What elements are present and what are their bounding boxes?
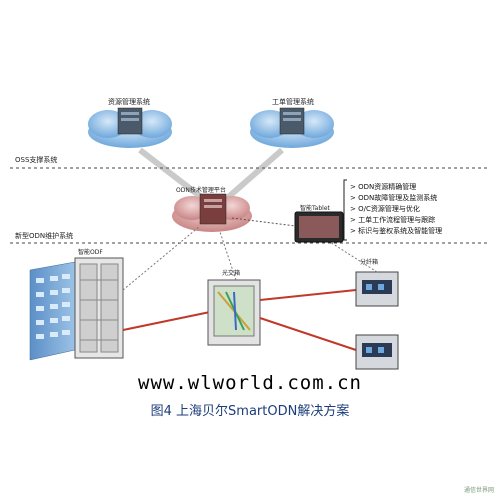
corner-watermark: 通信世界网 — [463, 487, 494, 494]
odf-rack — [74, 257, 124, 359]
resource-system-label: 资源管理系统 — [108, 97, 150, 106]
feature-item: > ODN故障管理及监测系统 — [350, 194, 438, 202]
work-order-cloud — [250, 107, 334, 148]
link-right — [223, 147, 284, 203]
site-url: www.wlworld.com.cn — [138, 372, 362, 394]
platform-label: ODN技术管理平台 — [176, 186, 226, 194]
feature-bracket — [343, 179, 347, 241]
platform-server-icon — [199, 193, 227, 225]
oss-label: OSS支撑系统 — [15, 155, 57, 164]
dist-box-label: 分纤箱 — [360, 258, 378, 266]
dotted-box-tablet — [329, 241, 378, 273]
fiber-odf-cabinet — [122, 311, 211, 331]
smart-odn-label: 新型ODN维护系统 — [15, 231, 73, 240]
fiber-cabinet-box1 — [259, 289, 357, 301]
resource-system-cloud — [88, 107, 172, 148]
feature-item: > 标识与鉴权系统及智能管理 — [350, 227, 443, 235]
cabinet-label: 光交箱 — [222, 269, 240, 277]
tablet-label: 智能Tablet — [300, 204, 331, 212]
tablet-device — [294, 211, 344, 243]
feature-item: > 工单工作流程管理与跟踪 — [350, 216, 436, 224]
dist-box-2 — [355, 334, 399, 370]
cabinet-icon — [207, 279, 261, 346]
platform-cloud — [172, 193, 252, 232]
work-order-system-label: 工单管理系统 — [272, 97, 314, 106]
feature-item: > O/C资源管理与优化 — [350, 205, 420, 213]
odf-label: 智能ODF — [78, 248, 103, 256]
dotted-odf-platform — [122, 225, 201, 291]
fiber-cabinet-box2 — [259, 317, 357, 351]
dotted-cabinet-platform — [219, 231, 237, 281]
figure-caption: 图4 上海贝尔SmartODN解决方案 — [150, 404, 350, 419]
feature-item: > ODN资源精确管理 — [350, 183, 417, 191]
link-left — [138, 147, 207, 203]
tablet-link — [231, 217, 296, 227]
building-icon — [29, 261, 76, 361]
dist-box-1 — [355, 271, 399, 307]
